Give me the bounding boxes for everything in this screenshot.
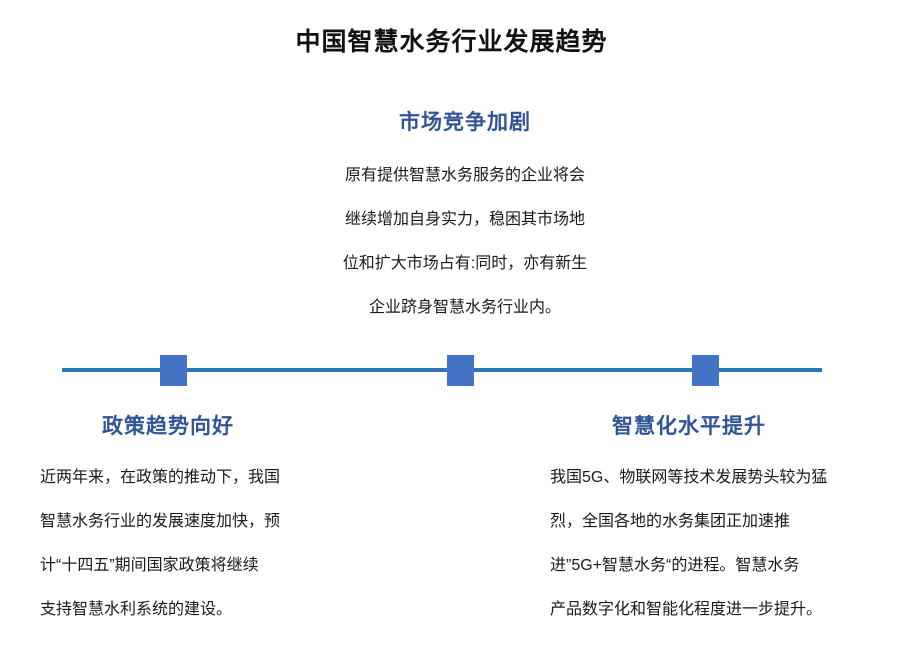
- body-line: 原有提供智慧水务服务的企业将会: [344, 167, 585, 184]
- body-line: 我国5G、物联网等技术发展势头较为猛: [550, 469, 828, 486]
- block-market-competition: 市场竞争加剧 原有提供智慧水务服务的企业将会 继续增加自身实力，稳困其市场地 位…: [300, 106, 630, 330]
- block-heading-market-competition: 市场竞争加剧: [399, 111, 531, 134]
- body-line: 近两年来，在政策的推动下，我国: [40, 469, 281, 486]
- body-line: 继续增加自身实力，稳困其市场地: [344, 211, 585, 228]
- page-title: 中国智慧水务行业发展趋势: [295, 28, 608, 56]
- timeline-marker-right: [692, 355, 719, 386]
- block-heading-policy-trend: 政策趋势向好: [102, 415, 234, 438]
- body-line: 智慧水务行业的发展速度加快，预: [40, 513, 281, 530]
- timeline-axis: [62, 368, 822, 372]
- body-line: 产品数字化和智能化程度进一步提升。: [550, 601, 823, 618]
- body-line: 进”5G+智慧水务“的进程。智慧水务: [550, 557, 800, 574]
- body-line: 烈，全国各地的水务集团正加速推: [550, 513, 791, 530]
- block-body-policy-trend: 近两年来，在政策的推动下，我国 智慧水务行业的发展速度加快，预 计“十四五”期间…: [40, 456, 380, 632]
- block-heading-intelligence-level: 智慧化水平提升: [612, 415, 766, 438]
- block-intelligence-level: 智慧化水平提升 我国5G、物联网等技术发展势头较为猛 烈，全国各地的水务集团正加…: [550, 410, 900, 632]
- block-policy-trend: 政策趋势向好 近两年来，在政策的推动下，我国 智慧水务行业的发展速度加快，预 计…: [40, 410, 380, 632]
- body-line: 支持智慧水利系统的建设。: [40, 601, 233, 618]
- timeline-marker-left: [160, 355, 187, 386]
- timeline-marker-center: [447, 355, 474, 386]
- body-line: 计“十四五”期间国家政策将继续: [40, 557, 259, 574]
- block-body-intelligence-level: 我国5G、物联网等技术发展势头较为猛 烈，全国各地的水务集团正加速推 进”5G+…: [550, 456, 900, 632]
- body-line: 企业跻身智慧水务行业内。: [368, 299, 561, 316]
- block-body-market-competition: 原有提供智慧水务服务的企业将会 继续增加自身实力，稳困其市场地 位和扩大市场占有…: [300, 154, 630, 330]
- body-line: 位和扩大市场占有:同时，亦有新生: [342, 255, 588, 272]
